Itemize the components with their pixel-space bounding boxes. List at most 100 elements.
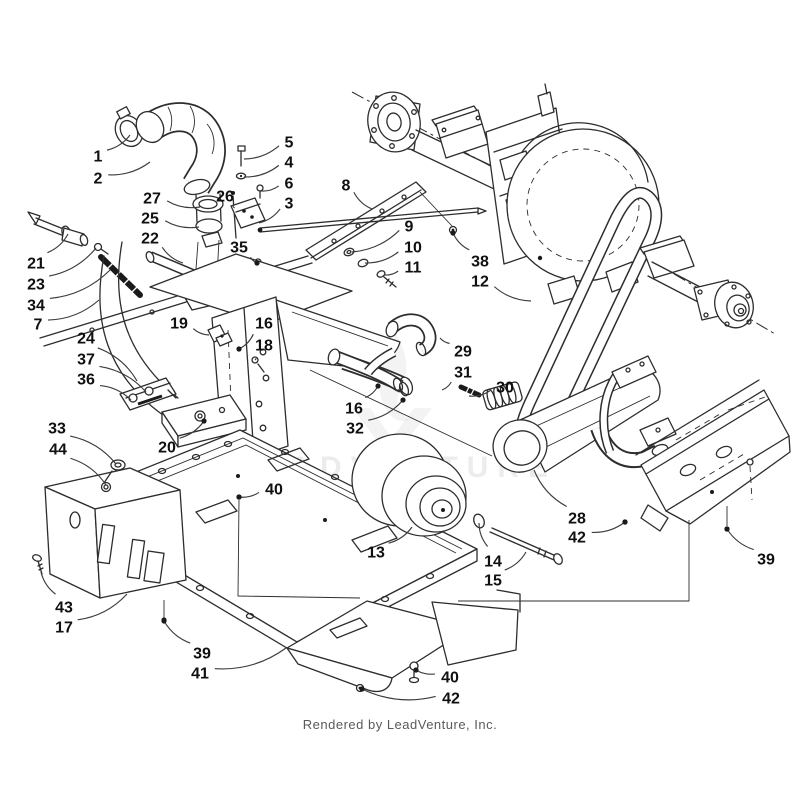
muffler xyxy=(492,355,677,473)
front-axle-assembly xyxy=(367,91,535,207)
callout-leader xyxy=(97,347,138,382)
callout-leader xyxy=(351,230,400,253)
callout-leader xyxy=(353,191,373,210)
callout-leader xyxy=(441,381,452,391)
callout-leader xyxy=(361,688,436,701)
callout-leader xyxy=(726,528,754,551)
callout-leader xyxy=(504,551,527,571)
callout-dot xyxy=(622,519,628,525)
callout-number-9[interactable]: 9 xyxy=(405,219,414,236)
callout-leader xyxy=(368,399,404,421)
callout-dot xyxy=(161,618,167,624)
callout-leader xyxy=(49,247,97,277)
callout-number-26[interactable]: 26 xyxy=(216,189,234,206)
callout-number-21[interactable]: 21 xyxy=(27,256,45,273)
callout-leader xyxy=(478,522,489,547)
callout-number-39[interactable]: 39 xyxy=(193,646,211,663)
callout-number-37[interactable]: 37 xyxy=(77,352,95,369)
callout-number-43[interactable]: 43 xyxy=(55,600,73,617)
callout-number-16[interactable]: 16 xyxy=(255,316,273,333)
callout-number-23[interactable]: 23 xyxy=(27,277,45,294)
fuel-hoses xyxy=(309,313,523,457)
callout-number-20[interactable]: 20 xyxy=(158,440,176,457)
callout-number-7[interactable]: 7 xyxy=(34,317,43,334)
callout-number-14[interactable]: 14 xyxy=(484,554,502,571)
callout-number-42[interactable]: 42 xyxy=(568,530,586,547)
air-intake-duct xyxy=(114,102,226,196)
callout-leader xyxy=(164,220,200,229)
callout-leader xyxy=(166,200,201,209)
callout-number-34[interactable]: 34 xyxy=(27,298,45,315)
callout-leader xyxy=(260,185,280,192)
callout-number-31[interactable]: 31 xyxy=(454,365,472,382)
callout-leader xyxy=(77,593,128,621)
callout-leader xyxy=(70,457,107,486)
callout-leader xyxy=(258,208,281,224)
callout-leader xyxy=(452,232,470,251)
callout-leader xyxy=(47,233,69,254)
callout-leader xyxy=(106,134,131,151)
callout-leader xyxy=(108,161,151,176)
callout-leader xyxy=(388,526,413,544)
callout-number-25[interactable]: 25 xyxy=(141,211,159,228)
engine-assembly xyxy=(485,83,660,305)
callout-leader xyxy=(383,270,399,276)
callout-number-39[interactable]: 39 xyxy=(757,552,775,569)
callout-number-40[interactable]: 40 xyxy=(265,482,283,499)
callout-dot xyxy=(359,686,365,692)
callout-number-29[interactable]: 29 xyxy=(454,344,472,361)
callout-number-5[interactable]: 5 xyxy=(285,135,294,152)
callout-number-33[interactable]: 33 xyxy=(48,421,66,438)
callout-number-4[interactable]: 4 xyxy=(285,155,294,172)
callout-leader xyxy=(232,205,235,209)
callout-number-28[interactable]: 28 xyxy=(568,511,586,528)
rear-axle-assembly xyxy=(639,235,754,329)
callout-number-30[interactable]: 30 xyxy=(496,380,514,397)
callout-number-2[interactable]: 2 xyxy=(94,171,103,188)
callout-number-12[interactable]: 12 xyxy=(471,274,489,291)
callout-number-35[interactable]: 35 xyxy=(230,240,248,257)
callout-leader xyxy=(214,647,287,670)
callout-number-8[interactable]: 8 xyxy=(342,178,351,195)
callout-number-19[interactable]: 19 xyxy=(170,316,188,333)
callout-number-24[interactable]: 24 xyxy=(77,331,95,348)
callout-number-6[interactable]: 6 xyxy=(285,176,294,193)
tank-mount-bracket xyxy=(119,377,177,411)
callout-number-27[interactable]: 27 xyxy=(143,191,161,208)
callout-dot xyxy=(236,346,242,352)
callout-leader xyxy=(243,145,280,160)
callout-number-13[interactable]: 13 xyxy=(367,545,385,562)
callout-dot xyxy=(724,526,730,532)
callout-number-36[interactable]: 36 xyxy=(77,372,95,389)
callout-number-44[interactable]: 44 xyxy=(49,442,67,459)
callout-leader xyxy=(40,571,56,595)
callout-number-41[interactable]: 41 xyxy=(191,666,209,683)
callout-number-22[interactable]: 22 xyxy=(141,231,159,248)
footer-credit: Rendered by LeadVenture, Inc. xyxy=(303,717,497,732)
callout-number-3[interactable]: 3 xyxy=(285,196,294,213)
callout-dot xyxy=(254,260,260,266)
callout-number-1[interactable]: 1 xyxy=(94,149,103,166)
callout-number-10[interactable]: 10 xyxy=(404,240,422,257)
callout-number-40[interactable]: 40 xyxy=(441,670,459,687)
callout-number-42[interactable]: 42 xyxy=(442,691,460,708)
callout-leader xyxy=(493,286,532,302)
callout-leader xyxy=(49,269,111,299)
callout-number-16[interactable]: 16 xyxy=(345,401,363,418)
callout-dot xyxy=(375,383,381,389)
callout-number-17[interactable]: 17 xyxy=(55,620,73,637)
callout-leader xyxy=(161,246,184,264)
front-panel xyxy=(31,459,187,599)
callout-dot xyxy=(450,230,456,236)
rail-hardware xyxy=(343,225,458,288)
callout-number-11[interactable]: 11 xyxy=(405,260,422,277)
callout-number-38[interactable]: 38 xyxy=(471,254,489,271)
callout-number-15[interactable]: 15 xyxy=(484,573,502,590)
callout-number-32[interactable]: 32 xyxy=(346,421,364,438)
callout-leader xyxy=(439,337,450,344)
callout-number-18[interactable]: 18 xyxy=(255,338,273,355)
callout-leader xyxy=(163,620,191,644)
